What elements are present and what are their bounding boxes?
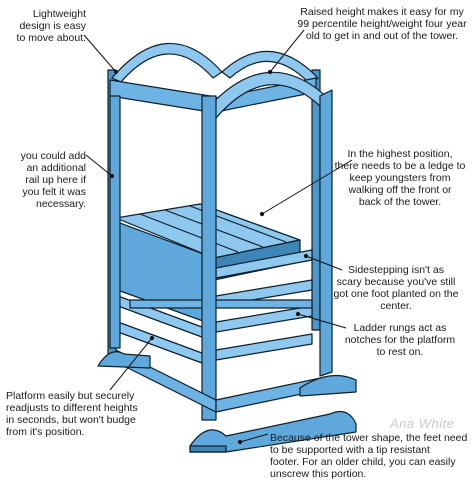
mid-left-leg xyxy=(109,95,121,349)
back-right-leg xyxy=(311,69,321,331)
callout-line-rail xyxy=(85,154,113,177)
back-arch xyxy=(111,42,223,83)
ladder-rung xyxy=(215,305,313,333)
back-foot xyxy=(97,351,151,369)
annotation-platform: Platform easily but securely readjusts t… xyxy=(6,390,138,438)
annotation-ladder: Ladder rungs act as notches for the plat… xyxy=(344,322,456,358)
watermark: Ana White xyxy=(390,416,455,431)
ladder-rung-left xyxy=(129,299,313,309)
callout-line-lightweight xyxy=(83,34,117,73)
annotation-raised-height: Raised height makes it easy for my 99 pe… xyxy=(297,6,467,42)
right-foot xyxy=(299,374,357,397)
annotation-feet: Because of the tower shape, the feet nee… xyxy=(270,432,468,480)
front-foot-footer xyxy=(189,411,357,453)
annotation-rail: you could add an additional rail up here… xyxy=(20,150,86,210)
ladder-rung xyxy=(215,333,313,361)
callout-line-raised-height xyxy=(269,29,305,73)
front-left-leg xyxy=(201,95,217,421)
callout-line-sidestepping xyxy=(305,255,343,271)
callout-line-feet xyxy=(239,433,269,443)
callout-line-platform xyxy=(109,337,153,391)
callout-line-ladder xyxy=(297,313,347,329)
annotation-sidestepping: Sidestepping isn't as scary because you'… xyxy=(333,264,459,312)
callout-line-ledge xyxy=(261,159,353,215)
front-right-leg xyxy=(319,89,333,377)
annotation-lightweight: Lightweight design is easy to move about… xyxy=(16,8,86,44)
annotation-ledge: In the highest position, there needs to … xyxy=(334,148,466,208)
top-left-rail xyxy=(109,79,211,113)
